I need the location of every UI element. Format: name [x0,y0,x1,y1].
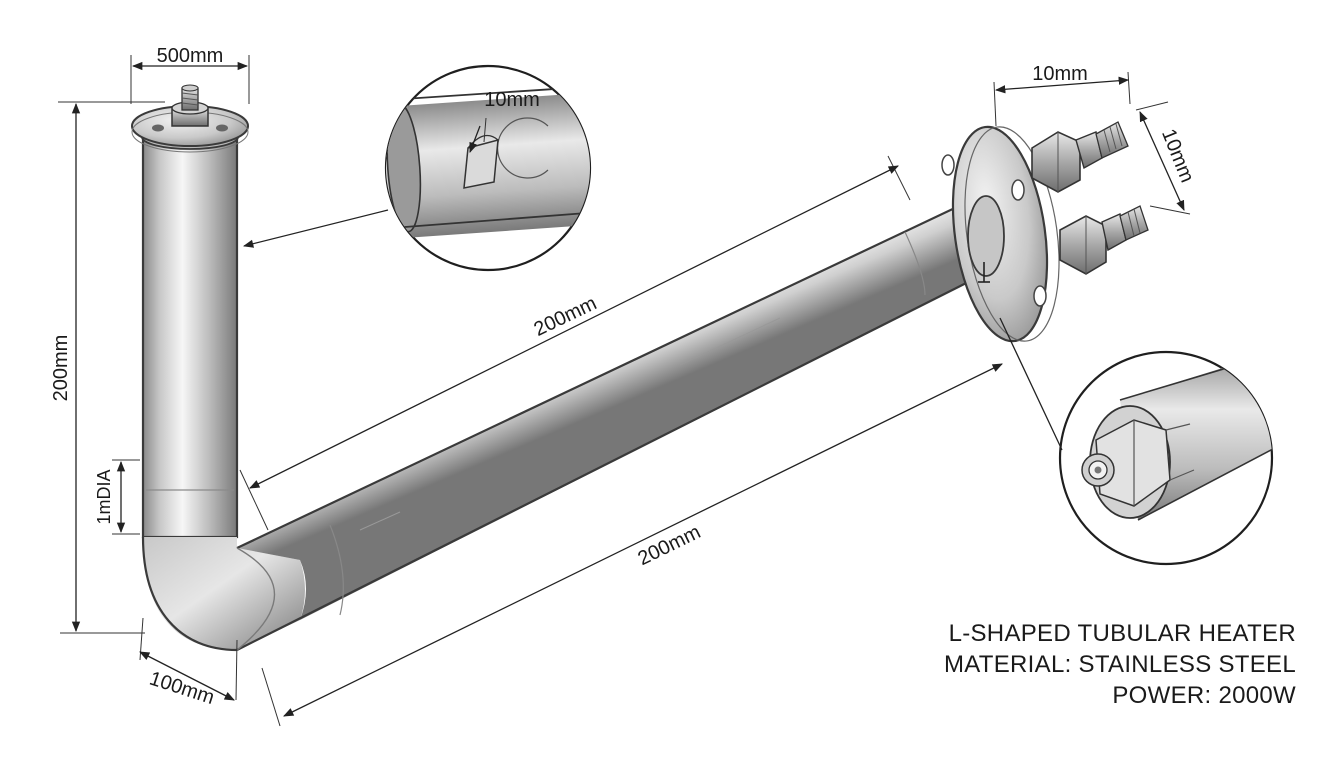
dim-label-diameter: 1mDIA [94,469,114,524]
vertical-tube [141,135,239,539]
dim-label-top-width: 500mm [157,45,224,67]
dim-line-flange-width [994,76,1130,94]
detail-leader-line [999,317,1063,451]
lower-terminal-bolt [1059,205,1149,275]
tube-bend-outer-edge [141,536,238,652]
flange-hole [1033,285,1047,307]
tube-upper-edge [236,196,979,549]
detail-view-cross-section [1058,350,1274,566]
dim-label-detail: 10mm [484,89,540,111]
spec-material: MATERIAL: STAINLESS STEEL [943,651,1296,678]
dim-label-upper-length: 200mm [531,292,601,341]
dim-line-flange-height [1139,111,1185,211]
tube-bend-seam [236,547,275,651]
dim-label-flange-width: 10mm [1032,63,1088,85]
spec-title: L-SHAPED TUBULAR HEATER [948,620,1296,647]
dim-line-bottom-offset [139,651,235,701]
flange-hole [941,154,955,176]
spec-power: POWER: 2000W [1112,682,1296,709]
tube-end-face [967,195,1005,277]
dim-line-lower-length [283,363,1003,717]
tube-seam-line [904,231,926,296]
dim-label-flange-height: 10mm [1157,126,1198,186]
flange-hole [152,124,164,132]
flange-hole [1011,179,1025,201]
spec-block: L-SHAPED TUBULAR HEATER MATERIAL: STAINL… [944,618,1296,711]
upper-terminal-bolt [1031,121,1129,193]
tube-lower-edge [236,261,1009,651]
diagonal-tube [237,197,1008,620]
dim-label-vertical-height: 200mm [50,335,72,402]
flange-hole [216,124,228,132]
detail-leader-line [242,209,389,248]
dim-label-lower-length: 200mm [635,521,705,570]
